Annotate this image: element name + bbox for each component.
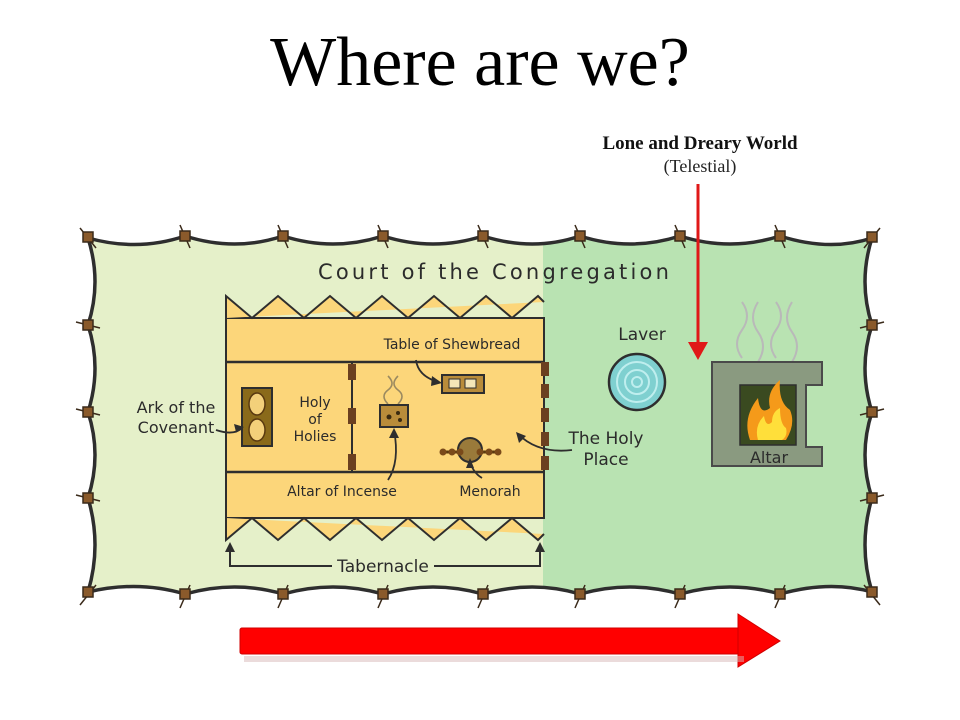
veil-post-icon (348, 454, 356, 470)
post-icon (75, 492, 101, 504)
ark-label-line2: Covenant (138, 418, 215, 437)
court-posts (75, 224, 885, 609)
holy-place-label-line2: Place (583, 450, 628, 470)
progression-arrow (239, 613, 781, 668)
post-icon (863, 227, 881, 249)
laver-label: Laver (618, 325, 665, 345)
door-post-icon (541, 456, 549, 470)
callout-main: Lone and Dreary World (602, 133, 798, 154)
door-post-icon (541, 362, 549, 376)
post-icon (377, 584, 389, 609)
holy-label-line2: of (308, 412, 323, 428)
menorah-label: Menorah (459, 484, 520, 500)
post-icon (774, 584, 786, 609)
arrowhead-icon (535, 542, 545, 552)
post-icon (179, 584, 191, 609)
post-icon (774, 224, 786, 249)
post-icon (574, 224, 586, 249)
leader-heads (234, 376, 526, 468)
post-icon (674, 584, 686, 609)
tent-bottom-flaps (225, 516, 545, 543)
post-icon (277, 584, 289, 609)
altar-label: Altar (750, 448, 788, 467)
tabernacle-label: Tabernacle (336, 557, 429, 577)
post-icon (79, 227, 97, 249)
post-icon (179, 224, 191, 249)
arrowhead-icon (389, 428, 399, 438)
incense-label: Altar of Incense (287, 484, 397, 500)
post-icon (574, 584, 586, 609)
arrowhead-icon (234, 424, 244, 432)
callout-sub: (Telestial) (663, 155, 737, 176)
ark-icon (241, 387, 273, 447)
post-icon (477, 584, 489, 609)
altar-fire-icon (711, 301, 823, 467)
post-icon (75, 406, 101, 418)
arrowhead-icon (516, 432, 526, 443)
holy-label-line3: Holies (294, 429, 337, 445)
laver-icon (607, 352, 667, 412)
post-icon (75, 319, 101, 331)
door-post-icon (541, 432, 549, 446)
veil-post-icon (348, 364, 356, 380)
ark-label-line1: Ark of the (137, 398, 216, 417)
telestial-callout: Lone and Dreary World (Telestial) (555, 133, 845, 177)
post-icon (674, 224, 686, 249)
post-icon (477, 224, 489, 249)
court-right-region (543, 236, 872, 594)
telestial-pointer-arrow (688, 184, 708, 360)
tabernacle-bracket (229, 548, 541, 567)
post-icon (863, 584, 881, 606)
post-icon (859, 319, 885, 331)
table-label: Table of Shewbread (383, 337, 521, 353)
door-post-icon (541, 384, 549, 398)
slide-title: Where are we? (270, 24, 690, 101)
holy-label-line1: Holy (299, 395, 330, 411)
holy-place-label-line1: The Holy (568, 429, 644, 449)
leader-ark (215, 427, 243, 434)
veil-post-icon (348, 408, 356, 424)
tent-top-flaps (225, 293, 545, 320)
arrowhead-icon (225, 542, 235, 552)
post-icon (377, 224, 389, 249)
arrowhead-icon (466, 458, 474, 468)
post-icon (859, 492, 885, 504)
arrowhead-icon (431, 376, 442, 386)
post-icon (277, 224, 289, 249)
court-label: Court of the Congregation (318, 260, 672, 284)
post-icon (859, 406, 885, 418)
incense-altar-icon (379, 375, 409, 428)
door-post-icon (541, 408, 549, 422)
shewbread-table-icon (441, 374, 485, 394)
post-icon (79, 584, 97, 606)
